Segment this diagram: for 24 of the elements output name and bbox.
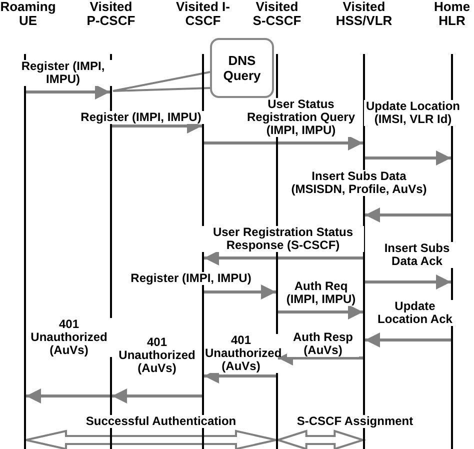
block-arrow [25,430,277,449]
message-label: Update Location (IMSI, VLR Id) [364,100,462,126]
lifeline-header: Roaming UE [0,0,56,28]
lifeline-header: Visited HSS/VLR [334,0,394,28]
lifeline-header: Visited S-CSCF [252,0,302,28]
message-arrow [365,332,451,348]
callout-pointer [112,71,211,92]
message-arrow [204,136,363,150]
process-box: DNS Query [210,38,274,98]
message-arrow [26,388,110,404]
message-label: User Registration Status Response (S-CSCF) [202,226,364,252]
lifeline-header: Home HLR [432,0,472,28]
message-arrow [204,250,363,266]
message-arrow [278,304,363,320]
message-label: Auth Resp (AuVs) [287,331,359,357]
message-arrow [26,84,110,100]
message-arrow [278,350,363,366]
message-arrow [204,284,276,300]
message-arrow [112,388,202,404]
lifeline-header: Visited I-CSCF [175,0,231,28]
message-arrow [365,208,451,222]
message-arrow [365,274,451,290]
lifeline-header: Visited P-CSCF [86,0,136,28]
message-arrow [365,150,451,166]
